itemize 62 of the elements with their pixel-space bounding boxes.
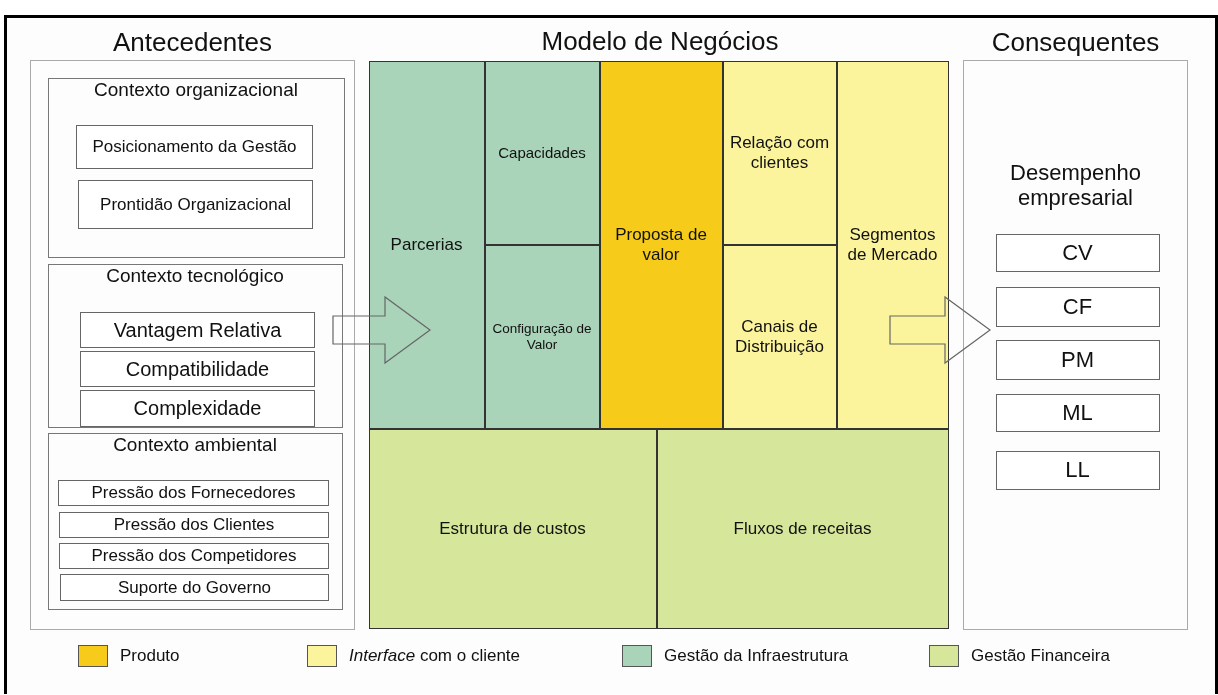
group-heading: Contexto organizacional bbox=[93, 78, 299, 102]
block-label: Estrutura de custos bbox=[439, 518, 586, 539]
context-group bbox=[47, 77, 345, 258]
block-label: Segmentos de Mercado bbox=[846, 224, 939, 265]
block-label: Capacidades bbox=[498, 143, 586, 162]
canvas-block bbox=[368, 428, 657, 629]
factor-box bbox=[60, 574, 329, 601]
block-arrow bbox=[332, 295, 431, 365]
canvas-block bbox=[722, 244, 837, 429]
factor-label: CV bbox=[1062, 239, 1093, 266]
canvas-block bbox=[484, 244, 600, 429]
factor-box bbox=[59, 512, 329, 538]
factor-box bbox=[76, 125, 313, 169]
factor-label: Complexidade bbox=[133, 397, 262, 420]
canvas-block bbox=[484, 60, 600, 245]
factor-label: ML bbox=[1062, 399, 1093, 426]
factor-box bbox=[80, 312, 315, 348]
canvas-block bbox=[599, 60, 723, 429]
context-group bbox=[47, 432, 343, 610]
legend-label: Gestão da Infraestrutura bbox=[664, 646, 849, 666]
column-heading: Modelo de Negócios bbox=[540, 25, 780, 57]
factor-label: Compatibilidade bbox=[125, 357, 270, 381]
context-group bbox=[47, 263, 343, 428]
legend-label: Gestão Financeira bbox=[971, 646, 1110, 666]
group-heading: Contexto tecnológico bbox=[105, 264, 285, 288]
column-heading: Consequentes bbox=[990, 26, 1161, 58]
canvas-block bbox=[656, 428, 949, 629]
factor-label: Pressão dos Fornecedores bbox=[91, 483, 296, 503]
block-label: Proposta de valor bbox=[614, 224, 708, 265]
factor-box bbox=[995, 233, 1160, 272]
factor-label: Posicionamento da Gestão bbox=[92, 137, 297, 157]
factor-box bbox=[80, 390, 315, 427]
factor-label: Vantagem Relativa bbox=[113, 318, 282, 342]
factor-label: Pressão dos Clientes bbox=[113, 515, 275, 535]
canvas-block bbox=[836, 60, 949, 429]
block-arrow bbox=[889, 295, 991, 365]
legend-label: Produto bbox=[120, 646, 180, 666]
factor-label: Prontidão Organizacional bbox=[100, 194, 291, 215]
factor-label: Pressão dos Competidores bbox=[91, 546, 297, 566]
block-label: Configuração de Valor bbox=[491, 321, 593, 352]
factor-label: CF bbox=[1062, 293, 1093, 320]
factor-box bbox=[78, 180, 313, 229]
factor-box bbox=[995, 393, 1160, 432]
legend-label: Interface com o cliente bbox=[349, 646, 521, 666]
block-label: Relação com clientes bbox=[728, 132, 831, 173]
group-heading: Contexto ambiental bbox=[112, 433, 278, 457]
canvas-block bbox=[722, 60, 837, 245]
block-label: Fluxos de receitas bbox=[733, 518, 872, 539]
factor-label: LL bbox=[1065, 457, 1090, 483]
factor-box bbox=[80, 351, 315, 387]
canvas-block bbox=[368, 60, 485, 429]
section-heading: Desempenho empresarial bbox=[1009, 161, 1142, 211]
factor-box bbox=[59, 543, 329, 569]
factor-box bbox=[995, 286, 1160, 327]
column-heading: Antecedentes bbox=[112, 26, 273, 58]
factor-label: PM bbox=[1061, 346, 1094, 373]
factor-box bbox=[995, 339, 1160, 380]
factor-box bbox=[58, 480, 329, 506]
block-label: Canais de Distribuição bbox=[734, 316, 825, 357]
factor-label: Suporte do Governo bbox=[117, 577, 272, 598]
factor-box bbox=[995, 450, 1160, 490]
block-label: Parcerias bbox=[390, 234, 463, 255]
